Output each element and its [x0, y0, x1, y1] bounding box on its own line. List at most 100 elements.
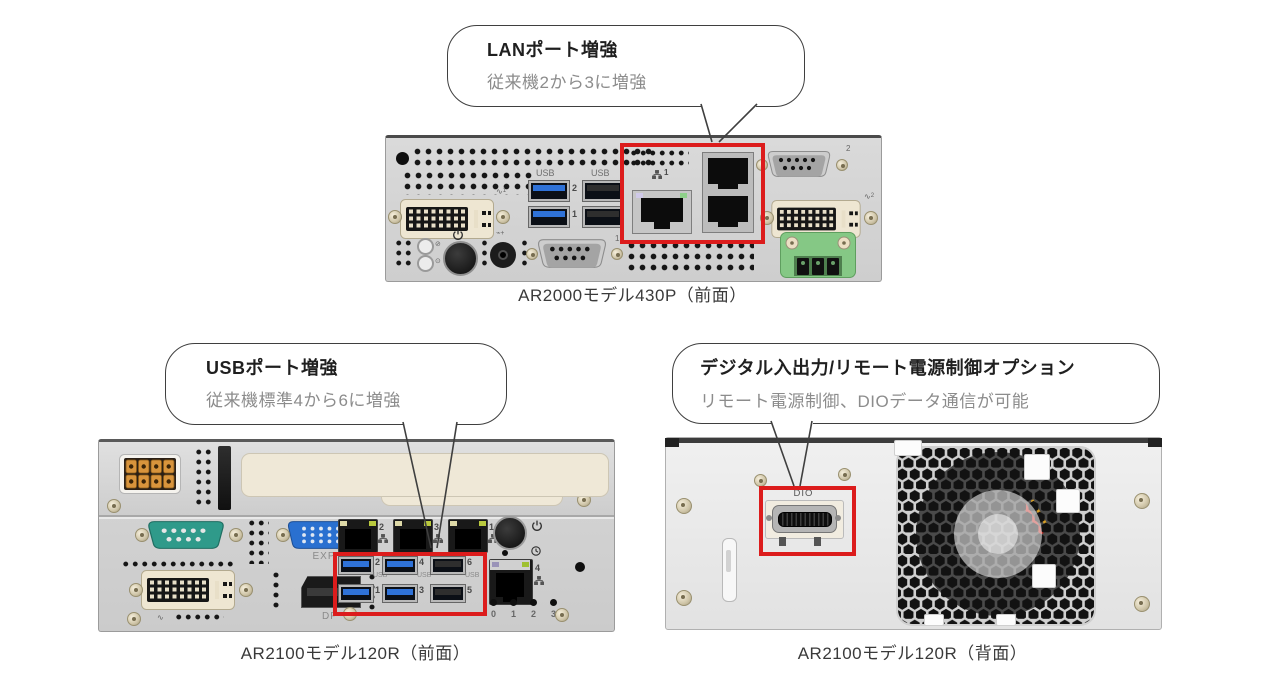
panel-hole — [575, 562, 585, 572]
dvi-port — [400, 199, 494, 239]
screw-icon — [135, 528, 149, 542]
grille-clip — [894, 440, 922, 456]
power-icon — [532, 520, 542, 531]
highlight-box-usb — [333, 552, 487, 616]
dio-port-label: DIO — [793, 488, 814, 499]
dio-screw-hole — [835, 515, 841, 521]
serial-number-label: 1 — [615, 234, 620, 243]
screw-icon — [388, 210, 402, 224]
status-led — [417, 255, 434, 272]
screw-icon — [836, 159, 848, 171]
callout-dio-subtitle: リモート電源制御、DIOデータ通信が可能 — [700, 392, 1030, 411]
led-number: 3 — [551, 609, 557, 619]
dio-port-slot — [778, 512, 832, 527]
status-led — [550, 599, 557, 606]
lan-port-number: 1 — [489, 522, 495, 532]
caption-ar2000-front: AR2000モデル430P（前面） — [518, 286, 747, 305]
status-led — [530, 599, 537, 606]
usb2-port — [430, 584, 466, 603]
vent-holes — [402, 170, 532, 195]
lan-port-number: 4 — [535, 563, 541, 573]
callout-lan-subtitle: 従来機2から3に増強 — [487, 73, 647, 92]
usb2-port — [430, 556, 466, 575]
grille-clip — [1056, 489, 1080, 513]
audio-icon: ⌁+ — [496, 230, 505, 237]
usb-group-label: USB — [373, 572, 388, 579]
serial-number-label: 2 — [846, 144, 851, 153]
callout-usb-subtitle: 従来機標準4から6に増強 — [206, 391, 401, 410]
line-out-icon: ∿ — [157, 613, 164, 622]
vent-holes — [121, 559, 233, 569]
lan-port — [338, 519, 378, 553]
power-button — [493, 516, 527, 550]
circle-dot-icon: ⊙ — [435, 258, 441, 265]
usb-port-number: 2 — [375, 557, 381, 567]
device-ar2100-front: EXP ∿ DP 2 3 1 — [98, 439, 615, 632]
screw-icon — [864, 211, 878, 225]
screw-icon — [611, 248, 623, 260]
vent-holes — [174, 612, 224, 622]
vent-holes — [271, 570, 281, 610]
vent-holes — [412, 146, 652, 170]
highlight-box-dio — [759, 486, 856, 556]
grille-clip — [996, 614, 1016, 626]
led-number: 1 — [511, 609, 517, 619]
callout-dio-tail-mask — [772, 419, 813, 425]
usb3-port — [382, 556, 418, 575]
screw-icon — [239, 583, 253, 597]
grille-clip — [924, 614, 944, 626]
usb-group-label: USB — [417, 572, 432, 579]
usb-port-number: 2 — [572, 183, 578, 193]
device-ar2000-front: ∿1 USB 2 1 USB 1 — [385, 135, 882, 282]
usb-group-label: USB — [465, 572, 480, 579]
usb-port-number: 6 — [467, 557, 473, 567]
usb-port-number: 1 — [375, 585, 381, 595]
screw-icon — [676, 498, 692, 514]
reset-pinhole — [502, 550, 508, 556]
screw-icon — [127, 612, 141, 626]
lan-port-number: 3 — [434, 522, 440, 532]
slot-latch — [218, 446, 231, 510]
screw-icon — [676, 590, 692, 606]
screw-icon — [129, 583, 143, 597]
callout-dio — [672, 343, 1160, 424]
usb3-group-label: USB — [536, 168, 555, 178]
status-led — [490, 599, 497, 606]
usb3-port — [382, 584, 418, 603]
caption-ar2100-rear: AR2100モデル120R（背面） — [797, 644, 1028, 663]
callout-lan-tail — [700, 103, 758, 143]
grille-clip — [1024, 454, 1050, 480]
usb-port-number: 3 — [419, 585, 425, 595]
power-button — [443, 241, 478, 276]
exp-port-label: EXP — [312, 551, 336, 562]
slot-latch-notch — [726, 550, 731, 572]
vent-holes — [629, 148, 689, 168]
callout-usb-tail-mask — [404, 420, 456, 426]
reset-button — [417, 238, 434, 255]
panel-hole — [396, 152, 409, 165]
expansion-slot-cover — [241, 453, 609, 497]
screw-icon — [107, 499, 121, 513]
vent-holes — [520, 238, 529, 270]
dio-bracket-tab — [814, 537, 821, 546]
callout-usb — [165, 343, 507, 425]
screw-icon — [276, 528, 290, 542]
caption-ar2100-front: AR2100モデル120R（前面） — [240, 644, 471, 663]
callout-lan-title: LANポート増強 — [487, 40, 618, 60]
status-led — [510, 599, 517, 606]
network-icon — [378, 534, 388, 543]
usb3-port — [528, 180, 570, 202]
usb-port-number: 5 — [467, 585, 473, 595]
callout-dio-tail — [770, 420, 813, 487]
fan-grille — [896, 446, 1096, 626]
serial-port — [148, 521, 224, 549]
dio-screw-hole — [766, 515, 772, 521]
callout-lan — [447, 25, 805, 107]
usb2-port — [582, 206, 624, 228]
lan-port-dual — [702, 152, 754, 233]
callout-usb-tail — [402, 421, 458, 549]
usb3-port — [338, 584, 374, 603]
lan-port-number: 2 — [379, 522, 385, 532]
network-icon — [534, 576, 544, 585]
no-entry-icon: ⊘ — [435, 241, 441, 248]
